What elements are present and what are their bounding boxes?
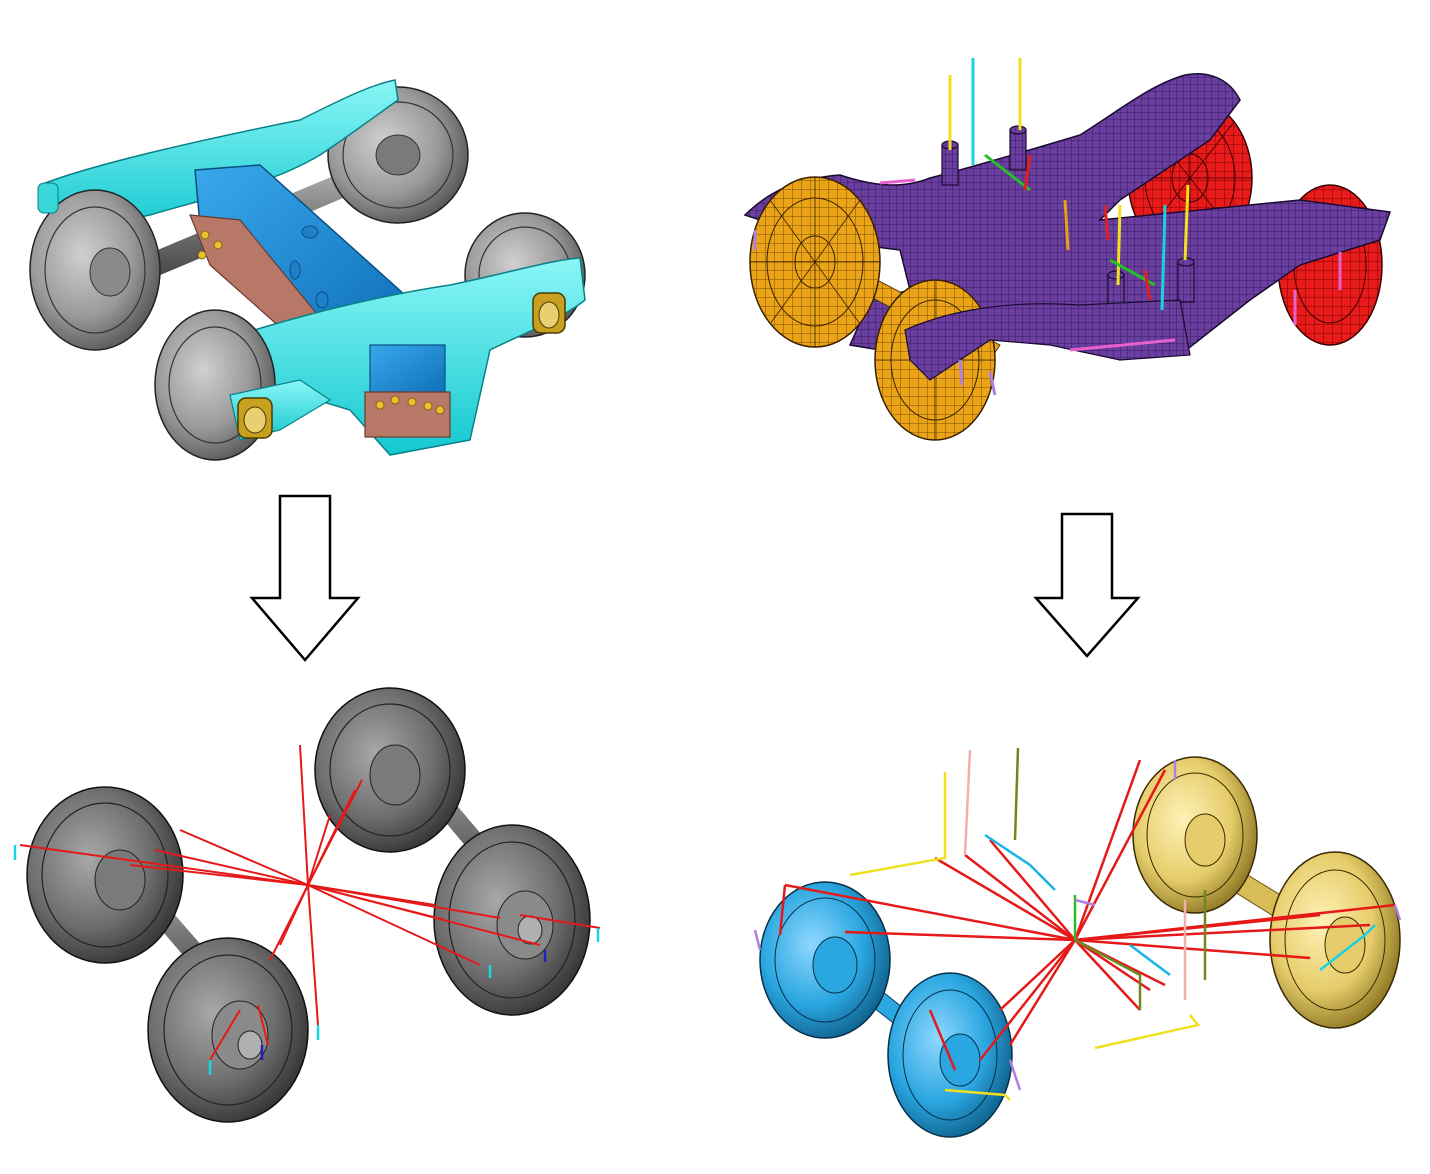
fe-ws-wheel-cyan-1 (759, 881, 891, 1039)
cad-spring-box (369, 344, 446, 396)
cad-spring-lines (19, 744, 601, 1061)
fe-spring-markers (753, 747, 1402, 1101)
cad-ws-wheel-1 (314, 687, 466, 853)
fe-bogie-frame (743, 73, 1392, 356)
cad-bearing-adapter-left (237, 397, 273, 439)
fe-ws-wheel-gold-2 (1269, 851, 1401, 1029)
fe-wheel-front-left (749, 176, 881, 348)
fe-ws-wheel-gold-1 (1132, 756, 1258, 914)
cad-bogie-model (29, 79, 586, 461)
fe-wheelsets-model (753, 747, 1402, 1138)
cad-bearing-adapter-right (532, 292, 566, 334)
fe-bogie-model (743, 58, 1392, 441)
cad-wheel-rear-left (29, 189, 161, 351)
fe-spring-elements (753, 58, 1342, 396)
arrow-left-down-icon (249, 494, 361, 662)
cad-wheelsets-model (13, 687, 601, 1123)
cad-spring-markers (13, 845, 600, 1075)
cad-bearing-adapter-rear (37, 182, 59, 214)
fe-spring-lines (778, 759, 1396, 1071)
arrow-right-down-icon (1033, 512, 1141, 658)
cad-ws-wheel-2 (26, 786, 184, 964)
cad-ws-wheel-3 (433, 824, 591, 1016)
